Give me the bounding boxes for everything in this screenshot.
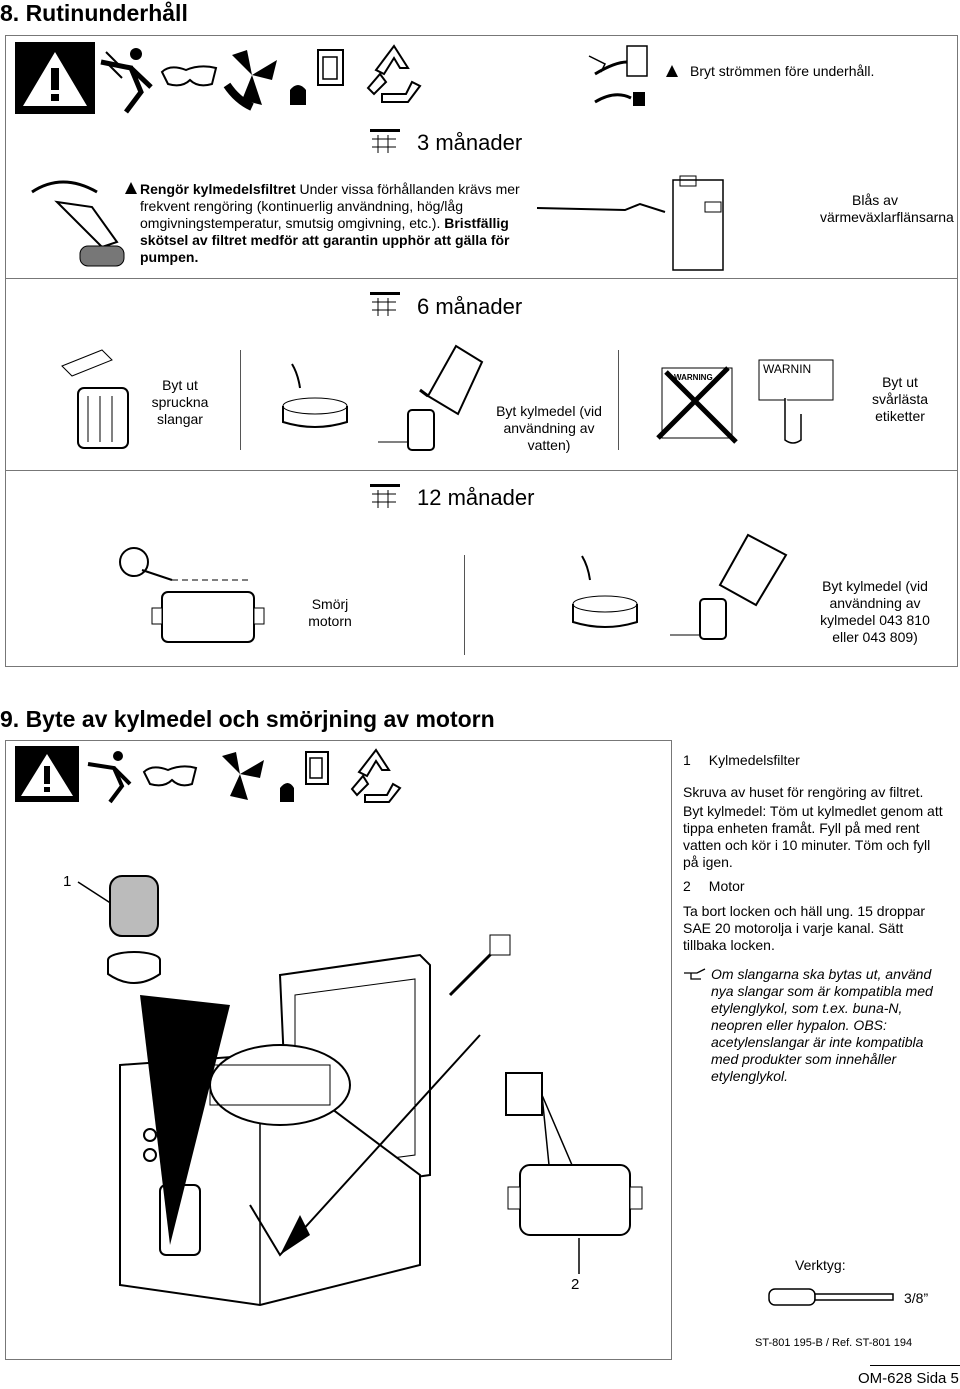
motor-oil-illustration bbox=[119, 547, 265, 643]
power-off-note: Bryt strömmen före underhåll. bbox=[690, 63, 875, 79]
trash-can-icon bbox=[61, 349, 129, 449]
coolant-jug-illustration bbox=[670, 533, 788, 640]
coolant-replace-text: Byt kylmedel: Töm ut kylmedlet genom att… bbox=[683, 803, 943, 870]
filter-clean-bold: Rengör kylmedelsfiltret bbox=[140, 181, 296, 197]
calendar-icon bbox=[370, 292, 400, 316]
lubricate-motor-text: Smörj motorn bbox=[308, 596, 352, 629]
filter-clean-text: Rengör kylmedelsfiltret Under vissa förh… bbox=[140, 181, 530, 266]
page-number: OM-628 Sida 5 bbox=[858, 1370, 959, 1387]
filter-clean-body: Under vissa förhållanden krävs mer frekv… bbox=[140, 181, 520, 231]
hose-note: Om slangarna ska bytas ut, använd nya sl… bbox=[711, 966, 933, 1084]
warning-bullet-icon bbox=[125, 182, 137, 194]
motor-detail-illustration bbox=[505, 1072, 643, 1236]
moving-parts-icon bbox=[223, 50, 277, 111]
pointing-hand-icon bbox=[684, 968, 706, 980]
remove-label-illustration: WARNING bbox=[656, 366, 738, 444]
filter-bowl-illustration bbox=[572, 555, 638, 628]
filter-warranty-bold: Bristfällig skötsel av filtret medför at… bbox=[140, 215, 510, 265]
figure-reference: ST-801 195-B / Ref. ST-801 194 bbox=[755, 1337, 913, 1349]
filter-clean-illustration bbox=[31, 180, 125, 267]
replace-coolant-12-text: Byt kylmedel (vid användning av kylmedel… bbox=[820, 578, 930, 645]
recycle-icon bbox=[366, 44, 422, 103]
safety-glasses-icon bbox=[160, 65, 218, 87]
read-manual-icon bbox=[280, 751, 329, 802]
heat-exchanger-illustration bbox=[536, 175, 724, 271]
item-1-text: Skruva av huset för rengöring av filtret… bbox=[683, 784, 924, 800]
item-2-title: Motor bbox=[708, 878, 745, 894]
moving-parts-icon bbox=[222, 752, 264, 800]
blow-fins-text: Blås av värmeväxlarflänsarna bbox=[820, 192, 954, 225]
motor-callout-line bbox=[578, 1238, 580, 1274]
callout-1: 1 bbox=[63, 873, 72, 890]
read-manual-icon bbox=[290, 49, 344, 105]
section-8-title: 8. Rutinunderhåll bbox=[0, 0, 188, 26]
new-warning-label-illustration: WARNIN bbox=[758, 359, 834, 444]
item-2-text: Ta bort locken och häll ung. 15 droppar … bbox=[683, 903, 926, 953]
coolant-filter-illustration bbox=[107, 875, 161, 984]
coolant-jug-illustration bbox=[378, 344, 484, 451]
replace-coolant-water-text: Byt kylmedel (vid användning av vatten) bbox=[496, 403, 602, 453]
tool-label: Verktyg: bbox=[795, 1257, 846, 1273]
period-12-months: 12 månader bbox=[417, 485, 535, 510]
warning-label-text: WARNIN bbox=[763, 362, 811, 376]
item-2-num: 2 bbox=[683, 878, 691, 894]
electric-shock-icon bbox=[87, 751, 132, 804]
callout-arrows bbox=[140, 995, 481, 1257]
warning-symbol-icon bbox=[15, 746, 79, 802]
calendar-icon bbox=[370, 484, 400, 508]
electric-shock-icon bbox=[100, 48, 153, 114]
calendar-icon bbox=[370, 129, 400, 153]
item-1-line: 1 Kylmedelsfilter bbox=[683, 752, 800, 769]
warning-label-text: WARNING bbox=[674, 373, 713, 382]
safety-glasses-icon bbox=[142, 765, 198, 787]
screwdriver-icon bbox=[768, 1288, 894, 1306]
item-1-title: Kylmedelsfilter bbox=[708, 752, 800, 768]
warning-symbol-icon bbox=[15, 42, 95, 114]
filter-callout-line bbox=[77, 881, 113, 905]
item-2-line: 2 Motor bbox=[683, 878, 745, 895]
callout-2: 2 bbox=[571, 1276, 580, 1293]
tool-size: 3/8” bbox=[904, 1290, 929, 1306]
maintenance-frame bbox=[5, 35, 958, 667]
section-9-title: 9. Byte av kylmedel och smörjning av mot… bbox=[0, 706, 495, 732]
replace-hoses-text: Byt ut spruckna slangar bbox=[151, 377, 209, 427]
unplug-illustration bbox=[588, 45, 648, 106]
replace-labels-text: Byt ut svårlästa etiketter bbox=[871, 374, 929, 424]
procedure-frame bbox=[5, 740, 672, 1360]
filter-bowl-illustration bbox=[282, 363, 348, 428]
item-1-num: 1 bbox=[683, 752, 691, 768]
warning-bullet-icon bbox=[666, 65, 678, 77]
period-3-months: 3 månader bbox=[417, 130, 523, 155]
period-6-months: 6 månader bbox=[417, 294, 523, 319]
recycle-icon bbox=[350, 748, 402, 803]
